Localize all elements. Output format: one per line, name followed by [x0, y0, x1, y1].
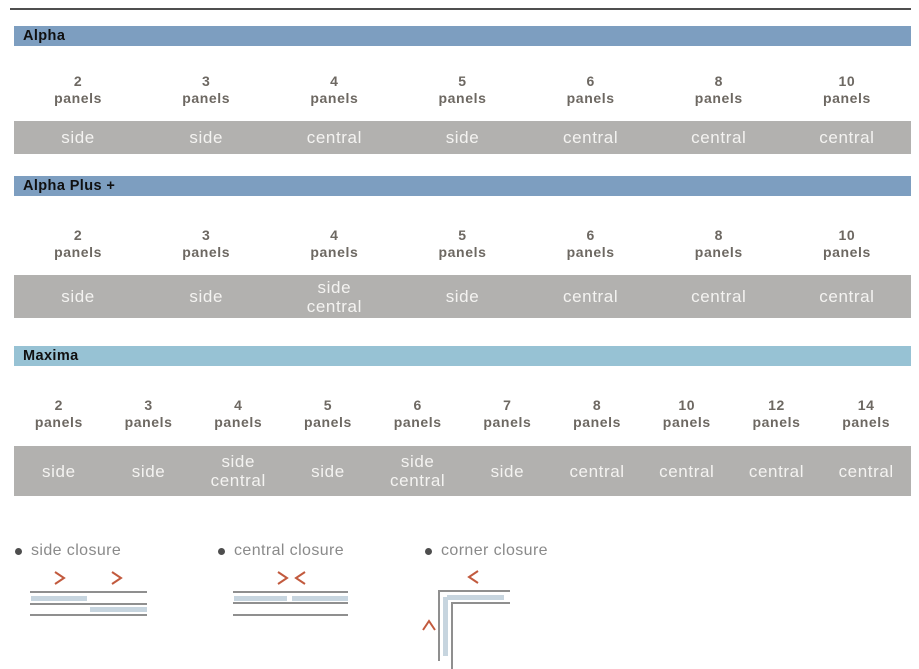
panel-count-header: 10 panels [822, 73, 871, 106]
legend-item-corner-closure: corner closure [425, 542, 548, 560]
legend-label: central closure [234, 542, 345, 559]
panel-count-header: 5 panels [303, 397, 352, 430]
closure-value: side [61, 287, 95, 306]
rail-line [233, 614, 348, 616]
panel-count-header: 8 panels [573, 397, 622, 430]
rail-line [438, 590, 440, 661]
panel-count-header: 8 panels [694, 227, 743, 260]
panel-count-header: 2 panels [54, 73, 103, 106]
chevron-up-icon [422, 619, 436, 631]
corner-closure-diagram [421, 568, 516, 669]
closure-value: side [311, 461, 345, 481]
panel-count-header: 12 panels [752, 397, 801, 430]
closure-value: side [189, 287, 223, 306]
panel-count-header: 3 panels [182, 227, 231, 260]
maxima-panel-columns: 2 panels 3 panels 4 panels 5 panels 6 panels… [14, 397, 911, 431]
panel-count-header: 3 panels [124, 397, 173, 430]
panel-bar [31, 596, 87, 601]
chevron-right-icon [111, 571, 123, 585]
section-header-alpha-plus: Alpha Plus + [14, 176, 911, 196]
closure-value: side central [210, 452, 266, 490]
panel-bar [234, 596, 287, 601]
alpha-closure-banner: side side central side central central central [14, 121, 911, 154]
panel-count-header: 4 panels [214, 397, 263, 430]
rail-line [451, 602, 453, 669]
bullet-icon [15, 547, 22, 555]
bullet-icon [425, 547, 432, 555]
section-header-maxima: Maxima [14, 346, 911, 366]
rail-line [30, 591, 147, 593]
panel-count-header: 6 panels [566, 227, 615, 260]
panel-count-header: 4 panels [310, 73, 359, 106]
closure-value: side central [306, 277, 362, 316]
top-rule [10, 8, 911, 10]
legend-item-central-closure: central closure [218, 542, 344, 560]
section-header-alpha: Alpha [14, 26, 911, 46]
chevron-right-icon [277, 571, 289, 585]
panel-bar [292, 596, 348, 601]
maxima-closure-banner: side side side central side side central side… [14, 446, 911, 496]
closure-value: central [819, 128, 875, 147]
panel-count-header: 6 panels [566, 73, 615, 106]
rail-line [30, 614, 147, 616]
legend-item-side-closure: side closure [15, 542, 121, 560]
panel-count-header: 6 panels [393, 397, 442, 430]
legend-label: corner closure [441, 542, 548, 559]
closure-value: central [691, 128, 747, 147]
panel-bar [447, 595, 504, 600]
closure-value: central [563, 128, 619, 147]
closure-value: central [659, 461, 715, 481]
section-title: Maxima [23, 348, 79, 364]
panel-count-header: 8 panels [694, 73, 743, 106]
closure-value: central [691, 287, 747, 306]
rail-line [30, 603, 147, 605]
panel-count-header: 2 panels [54, 227, 103, 260]
panel-count-header: 10 panels [662, 397, 711, 430]
rail-line [438, 590, 510, 592]
chevron-left-icon [294, 571, 306, 585]
closure-value: central [563, 287, 619, 306]
closure-value: side [42, 461, 76, 481]
panel-count-header: 3 panels [182, 73, 231, 106]
closure-value: side [189, 128, 223, 147]
bullet-icon [218, 547, 225, 555]
rail-line [233, 602, 348, 604]
central-closure-diagram [233, 570, 348, 617]
rail-line [233, 591, 348, 593]
panel-count-header: 4 panels [310, 227, 359, 260]
chevron-right-icon [54, 571, 66, 585]
section-title: Alpha [23, 28, 66, 44]
closure-value: central [748, 461, 805, 481]
closure-value: central [306, 128, 362, 147]
closure-value: central [819, 287, 875, 306]
panel-count-header: 14 panels [842, 397, 891, 430]
panel-count-header: 5 panels [438, 73, 487, 106]
alpha-plus-closure-banner: side side side central side central central ce… [14, 275, 911, 318]
panel-bar [90, 607, 147, 612]
closure-value: side [490, 461, 525, 481]
closure-value: side [445, 287, 480, 306]
panel-count-header: 7 panels [483, 397, 532, 430]
panel-count-header: 10 panels [822, 227, 871, 260]
legend-label: side closure [31, 542, 122, 559]
panel-count-header: 2 panels [34, 397, 83, 430]
rail-line [451, 602, 510, 604]
panel-bar [443, 597, 448, 656]
alpha-plus-panel-columns: 2 panels 3 panels 4 panels 5 panels 6 panels… [14, 227, 911, 261]
section-title: Alpha Plus + [23, 178, 116, 194]
closure-value: side [61, 128, 95, 147]
closure-value: side central [390, 452, 446, 490]
closure-value: central [569, 461, 625, 481]
side-closure-diagram [30, 570, 147, 617]
alpha-panel-columns: 2 panels 3 panels 4 panels 5 panels 6 panels… [14, 73, 911, 107]
closure-value: side [131, 461, 166, 481]
closure-value: side [445, 128, 480, 147]
panel-count-header: 5 panels [438, 227, 487, 260]
chevron-left-icon [467, 570, 479, 584]
closure-value: central [838, 461, 894, 481]
